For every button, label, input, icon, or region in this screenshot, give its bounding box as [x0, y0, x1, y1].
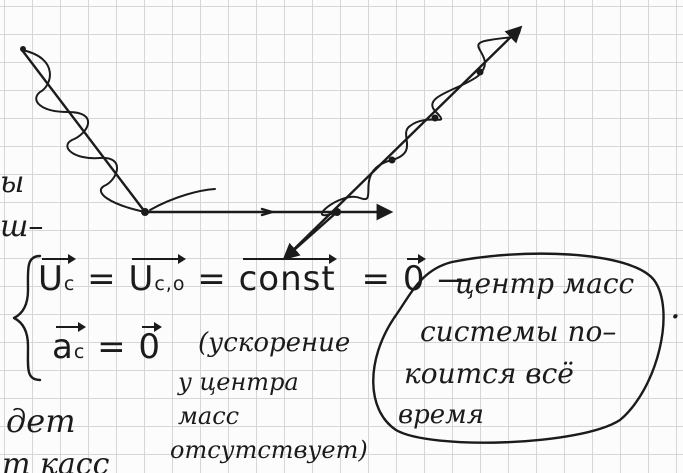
- collision-tail-stroke: [149, 188, 216, 211]
- velocity-vector: Uc: [38, 254, 77, 299]
- outgoing-trajectory-line: [283, 25, 523, 260]
- margin-fragment-top: ы: [0, 165, 25, 200]
- outgoing-wavy-trajectory: [320, 27, 521, 217]
- circled-note-line-4: время: [398, 400, 484, 430]
- velocity-equation: Uc = Uc,o = const = 0 —: [38, 254, 473, 299]
- acceleration-note-line-1: (ускорение: [198, 328, 351, 358]
- acceleration-vector: ac: [52, 322, 87, 367]
- horizontal-left-arrow: [260, 207, 274, 217]
- circled-note-line-3: коится всё: [404, 357, 574, 390]
- equals-sign: =: [97, 327, 127, 367]
- margin-fragment-middle: ш–: [0, 209, 44, 244]
- downward-arrow: [282, 210, 339, 261]
- acceleration-note-line-4: отсутствует): [170, 436, 368, 464]
- acceleration-equation: ac = 0: [52, 322, 162, 367]
- trailing-mark: ·: [670, 297, 681, 337]
- equals-sign: =: [361, 259, 392, 299]
- const-vector: const: [238, 254, 337, 299]
- zero-acceleration-vector: 0: [138, 322, 162, 367]
- circled-note-line-1: центр масс: [455, 267, 635, 300]
- system-brace: [12, 254, 42, 382]
- acceleration-note-line-3: масс: [178, 402, 240, 430]
- dash: —: [437, 259, 473, 299]
- circled-note-line-2: системы по–: [420, 315, 617, 348]
- equals-sign: =: [197, 259, 227, 299]
- zero-vector: 0: [402, 254, 427, 299]
- incoming-wavy-trajectory: [21, 49, 146, 213]
- note-ellipse: [372, 252, 665, 444]
- diagonal-point-2: [431, 114, 439, 122]
- margin-fragment-bottom-1: дет: [6, 402, 76, 440]
- equals-sign: =: [87, 259, 117, 299]
- diagonal-point-1: [388, 156, 396, 164]
- acceleration-note-line-2: у центра: [178, 368, 299, 396]
- diagonal-point-3: [476, 68, 484, 76]
- margin-fragment-bottom-2: т касс: [2, 447, 110, 473]
- initial-velocity-vector: Uc,o: [128, 254, 187, 299]
